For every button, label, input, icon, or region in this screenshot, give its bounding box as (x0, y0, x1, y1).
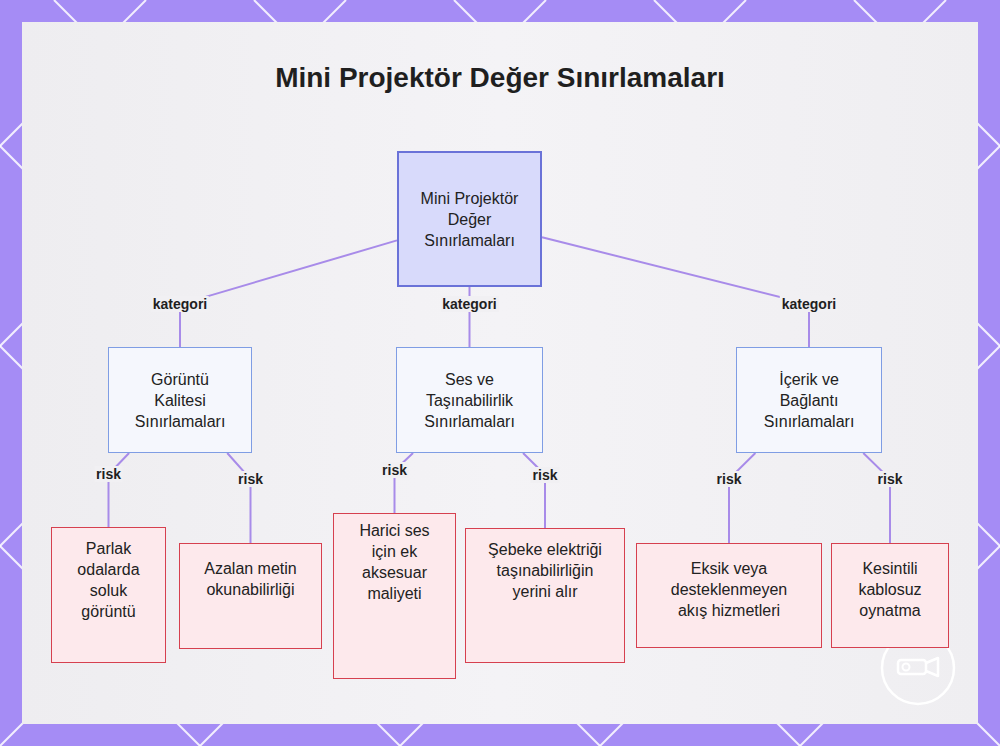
connector-line (542, 237, 809, 347)
risk-box: Şebeke elektriği taşınabilirliğin yerini… (465, 528, 625, 663)
edge-label: risk (531, 467, 560, 483)
diagram-title: Mini Projektör Değer Sınırlamaları (0, 62, 1000, 94)
risk-box: Kesintili kablosuz oynatma (831, 543, 949, 648)
connector-line (863, 453, 890, 543)
category-box: Görüntü Kalitesi Sınırlamaları (108, 347, 252, 453)
node-text: Mini Projektör Değer Sınırlamaları (420, 188, 520, 251)
edge-label: kategori (151, 296, 209, 312)
category-box: İçerik ve Bağlantı Sınırlamaları (736, 347, 882, 453)
connector-line (729, 453, 755, 543)
node-text: Harici ses için ek aksesuar maliyeti (350, 520, 440, 604)
edge-label: kategori (440, 296, 498, 312)
connector-line (180, 240, 397, 347)
risk-box: Harici ses için ek aksesuar maliyeti (333, 513, 456, 679)
node-text: Eksik veya desteklenmeyen akış hizmetler… (658, 558, 800, 621)
risk-box: Azalan metin okunabilirliği (179, 543, 322, 649)
risk-box: Eksik veya desteklenmeyen akış hizmetler… (636, 543, 822, 648)
connector-line (227, 453, 250, 543)
risk-box: Parlak odalarda soluk görüntü (51, 527, 166, 663)
connector-line (109, 453, 130, 527)
category-box: Ses ve Taşınabilirlik Sınırlamaları (396, 347, 543, 453)
edge-label: risk (715, 471, 744, 487)
root-box: Mini Projektör Değer Sınırlamaları (397, 151, 542, 287)
edge-label: risk (94, 466, 123, 482)
node-text: Görüntü Kalitesi Sınırlamaları (124, 369, 236, 432)
node-text: Kesintili kablosuz oynatma (844, 558, 936, 621)
node-text: İçerik ve Bağlantı Sınırlamaları (752, 369, 867, 432)
edge-label: risk (236, 471, 265, 487)
edge-label: risk (876, 471, 905, 487)
node-text: Ses ve Taşınabilirlik Sınırlamaları (412, 369, 527, 432)
connector-line (523, 453, 545, 528)
node-text: Şebeke elektriği taşınabilirliğin yerini… (486, 539, 604, 602)
node-text: Parlak odalarda soluk görüntü (67, 538, 151, 622)
edge-label: risk (380, 462, 409, 478)
node-text: Azalan metin okunabilirliği (203, 558, 299, 600)
edge-label: kategori (780, 296, 838, 312)
